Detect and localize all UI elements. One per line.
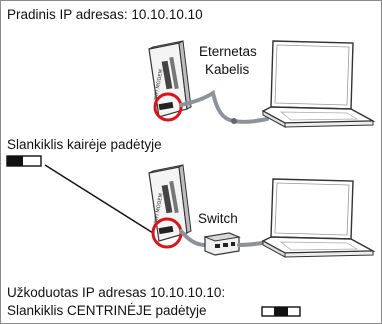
- switch-label: Switch: [198, 211, 238, 226]
- laptop-bottom: [261, 178, 376, 258]
- device-bottom: WIFI MODEM: [148, 164, 192, 242]
- laptop-top: [261, 40, 376, 128]
- network-switch: [203, 232, 241, 256]
- cable-label-line2: Kabelis: [205, 62, 250, 77]
- top-caption: Pradinis IP adresas: 10.10.10.10: [7, 7, 203, 22]
- slider-switch-bottom: [158, 225, 174, 235]
- slider-switch-top: [158, 101, 174, 111]
- slider-center-position-icon: [261, 306, 301, 317]
- pointer-line: [44, 164, 154, 234]
- slider-label: Slankiklis kairėje padėtyje: [7, 137, 162, 152]
- cable-to-switch: [179, 229, 207, 247]
- bottom-caption-line1: Užkoduotas IP adresas 10.10.10.10:: [7, 285, 226, 300]
- cable-label-line1: Eternetas: [199, 44, 257, 59]
- device-label-top: WIFI MODEM: [153, 69, 164, 101]
- ethernet-cable: [179, 89, 269, 124]
- slider-left-position-icon: [6, 155, 42, 167]
- bottom-caption-line2: Slankiklis CENTRINĖJE padėtyje: [7, 303, 207, 318]
- device-label-bottom: WIFI MODEM: [153, 193, 164, 225]
- cable-connector: [231, 118, 237, 124]
